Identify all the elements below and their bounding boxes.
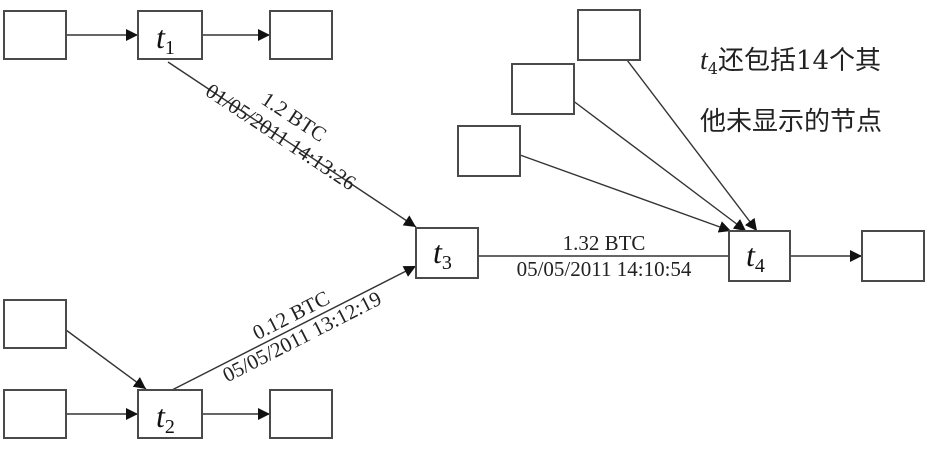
node-t4 [728,230,791,282]
node-t3-label: t3 [433,234,452,274]
edge-input-b-to-t4 [571,99,747,232]
input-node-t2-top [3,299,67,349]
edge-input-top-to-t2 [65,329,147,390]
edges [65,29,862,420]
edge-label-t2-t3: 0.12 BTC 05/05/2011 13:12:19 [219,286,386,387]
output-node-t1 [269,10,333,60]
input-node-t1 [3,10,67,60]
output-node-t4 [861,230,925,282]
note-line-2: 他未显示的节点 [700,107,883,137]
note-symbol: t [700,45,708,76]
edge-label-t1-t3: 1.2 BTC 01/05/2011 14:13:26 [201,79,360,195]
input-node-t4-b [511,63,575,115]
node-t4-label: t4 [746,237,765,277]
output-node-t2 [269,389,333,439]
node-t2-label: t2 [156,398,175,438]
node-t1-label: t1 [156,19,175,59]
edge-t1-to-t3 [167,61,417,228]
input-node-t4-c [457,125,521,177]
input-node-t4-a [577,9,641,61]
note-sub: 4 [707,59,718,78]
note-line-1-text: 还包括14个其 [717,46,882,76]
edge-input-a-to-t4 [626,59,758,232]
edge-t3-t4-time: 05/05/2011 14:10:54 [517,257,692,281]
edge-t2-to-t3 [171,265,417,391]
note-line-1: t4还包括14个其 [700,32,920,93]
hidden-nodes-note: t4还包括14个其 他未显示的节点 [700,32,920,151]
node-t3 [415,227,479,279]
edge-t3-t4-amount: 1.32 BTC [563,231,646,255]
edge-input-c-to-t4 [519,154,732,233]
input-node-t2-bottom [3,389,67,439]
node-t1 [137,10,203,60]
node-t2 [137,389,203,439]
nodes [3,9,925,439]
